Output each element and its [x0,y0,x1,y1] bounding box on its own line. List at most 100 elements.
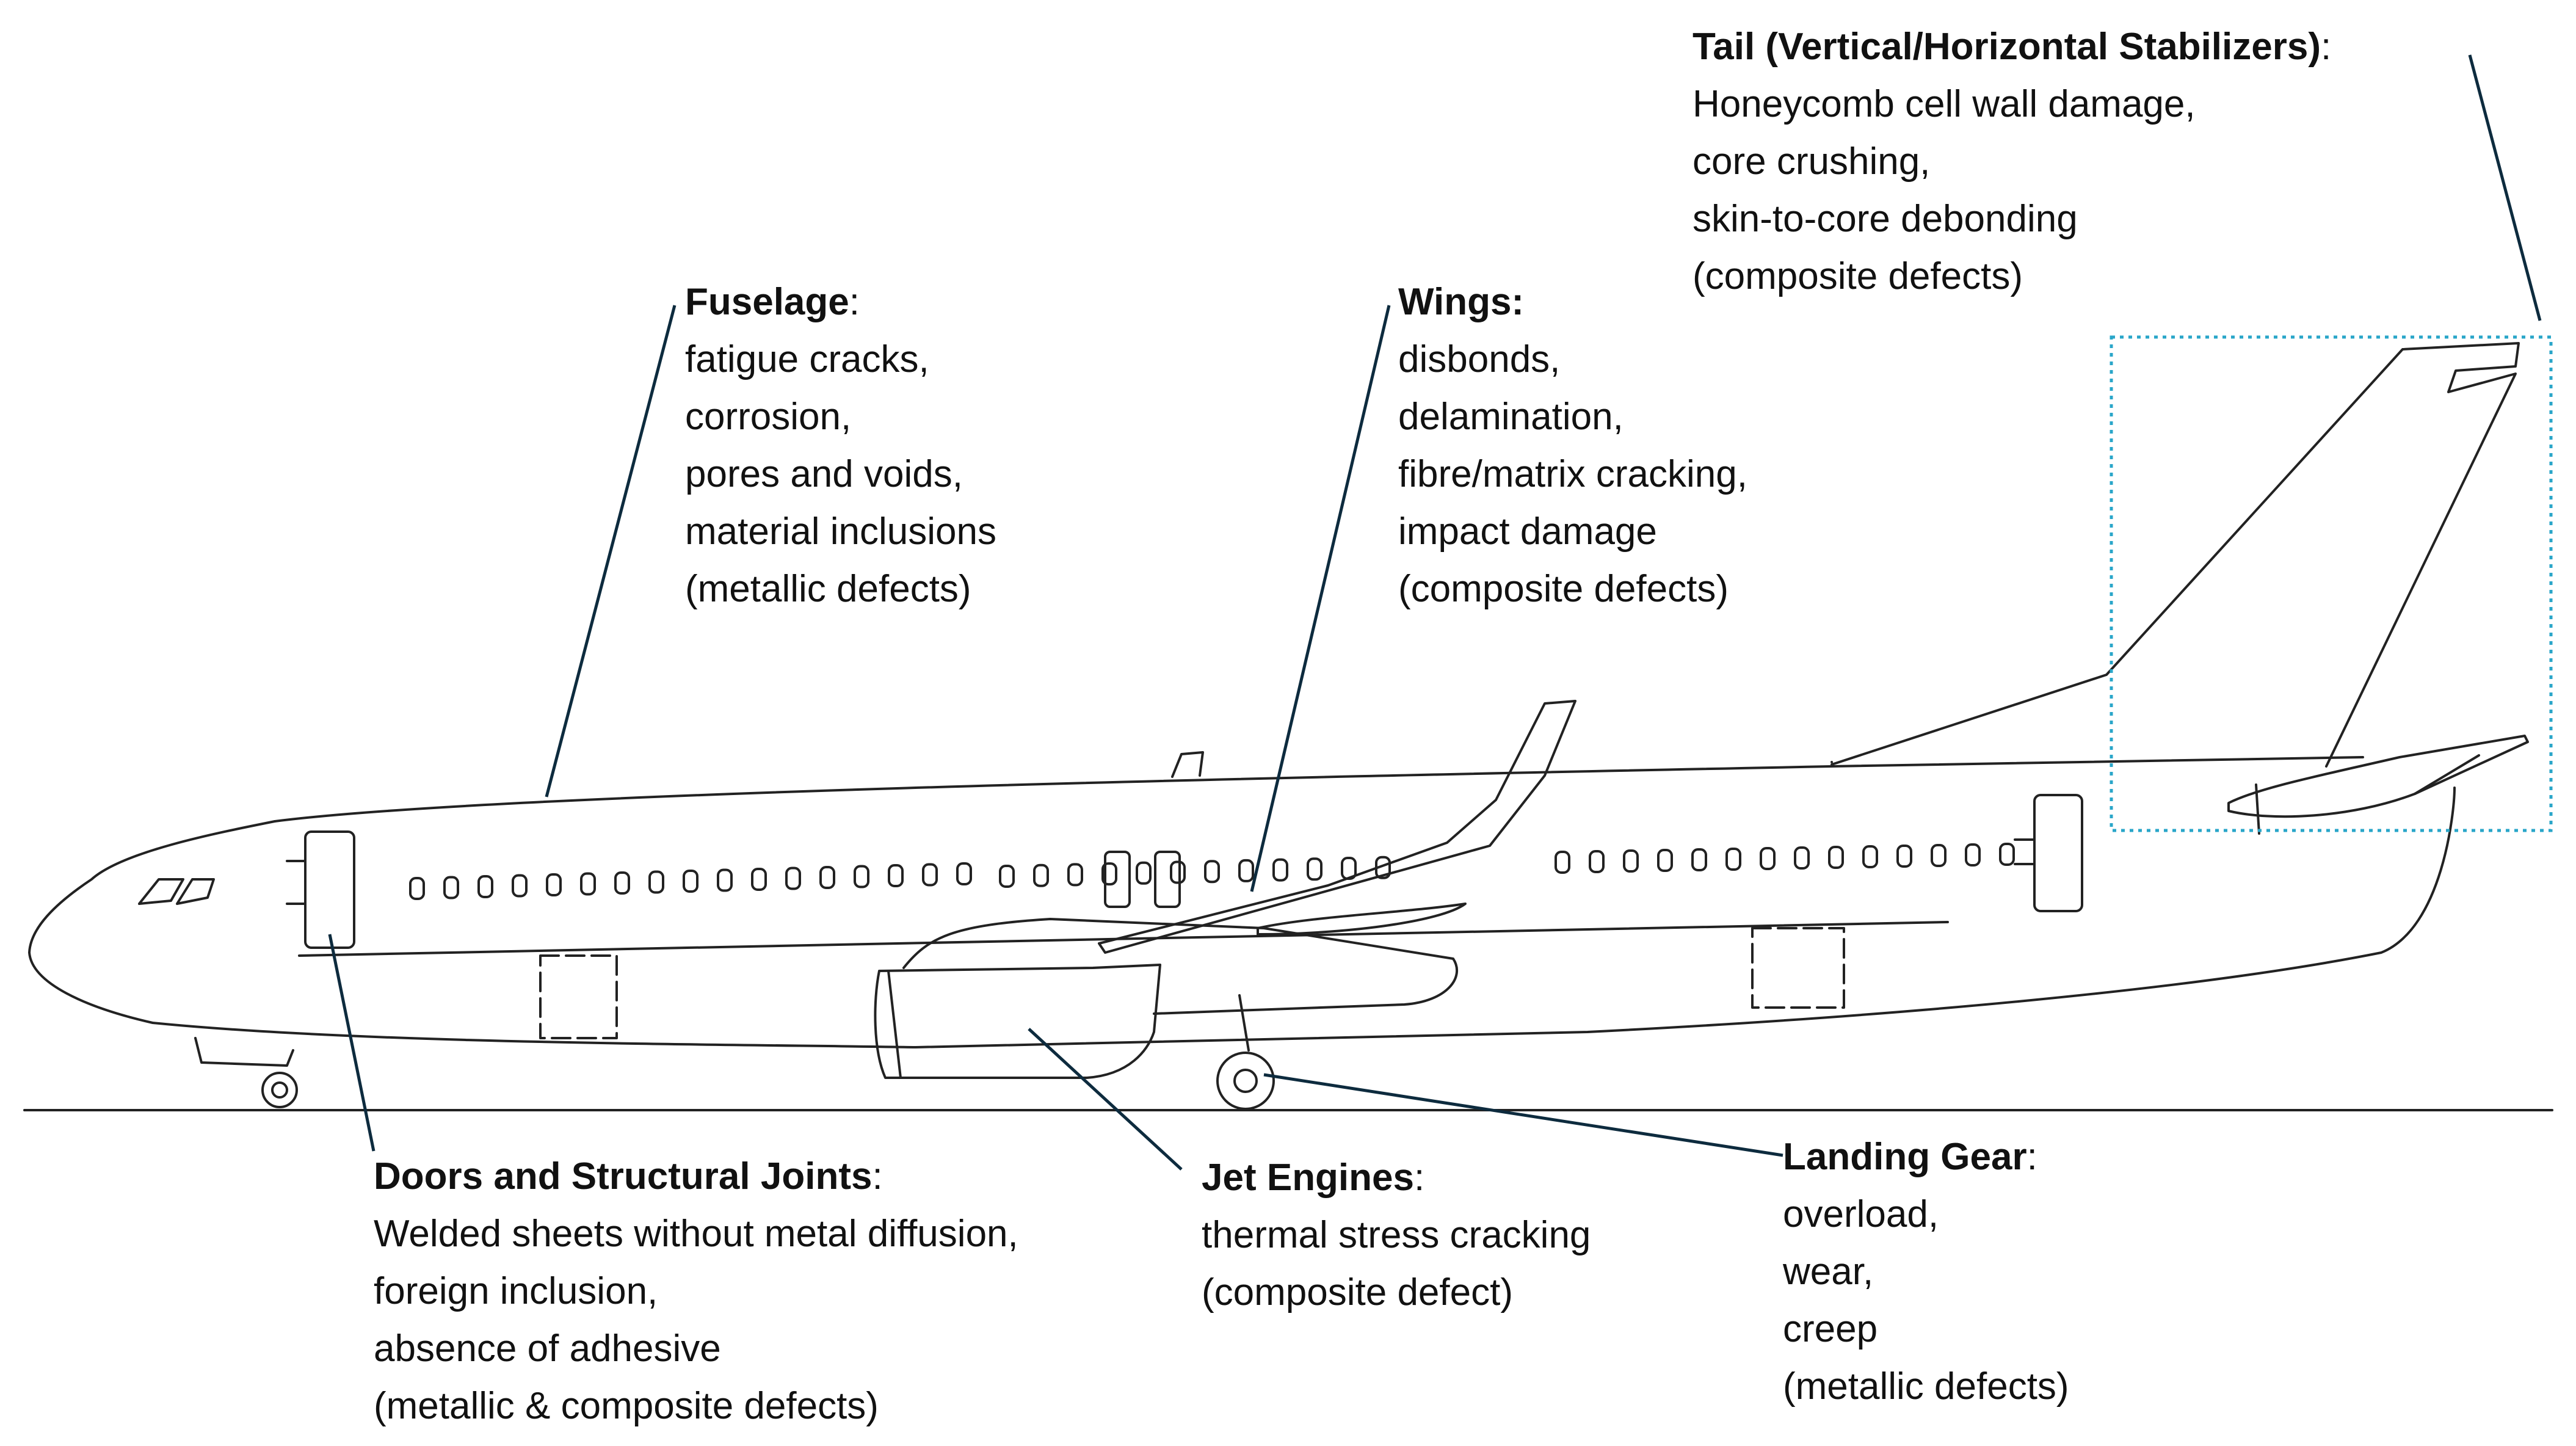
label-engines: Jet Engines: thermal stress cracking (co… [1202,1149,1591,1321]
cabin-window [1204,860,1220,884]
stab-root [2255,783,2260,835]
label-fuselage-line: corrosion, [685,396,852,438]
label-fuselage-title: Fuselage [685,281,849,323]
engine-nacelle [874,964,1161,1079]
label-doors-line: (metallic & composite defects) [374,1385,879,1427]
cabin-window [1272,858,1288,882]
cabin-window [580,872,596,896]
label-gear-line: wear, [1783,1251,1874,1293]
cabin-window [1965,843,1981,867]
cabin-window [1033,863,1049,887]
main-gear-strut [1238,994,1250,1052]
fuselage-top [274,756,2364,823]
cabin-window [1136,861,1152,885]
cabin-window [854,865,869,888]
label-tail-title: Tail (Vertical/Horizontal Stabilizers) [1693,26,2321,68]
cabin-window [1896,845,1912,868]
cabin-window [1307,857,1322,881]
label-gear-title: Landing Gear [1783,1136,2027,1178]
cabin-window [1101,862,1117,886]
leader-line-wings [1250,305,1391,892]
label-wings-line: fibre/matrix cracking, [1398,453,1747,495]
engine-inlet [887,970,902,1079]
main-wheel [1216,1052,1275,1110]
fwd-cargo-door [539,954,618,1039]
main-wing [1098,700,1576,954]
cabin-window [409,877,425,900]
cabin-window [1238,859,1254,882]
cabin-window [1931,844,1947,867]
cabin-window [1375,856,1391,879]
leader-line-tail [2468,54,2542,321]
label-engines-line: (composite defect) [1202,1271,1513,1313]
label-doors-line: Welded sheets without metal diffusion, [374,1213,1018,1255]
cabin-window [1589,850,1605,873]
cabin-window [546,873,562,896]
label-wings-line: impact damage [1398,510,1657,553]
label-wings-line: (composite defects) [1398,568,1729,610]
vertical-stabilizer [1830,342,2520,768]
cabin-window [1691,848,1707,871]
label-doors: Doors and Structural Joints: Welded shee… [374,1148,1018,1435]
label-tail-line: skin-to-core debonding [1693,198,2078,240]
cabin-window [1170,860,1186,884]
emergency-exit [1154,851,1181,908]
cabin-window [1555,851,1570,874]
engine-pylon [902,918,1458,1015]
cabin-window [1794,846,1810,870]
cabin-window [1067,863,1083,887]
emergency-exit [1104,851,1131,908]
cockpit-window [138,878,184,905]
nose-gear-door [194,1037,294,1067]
label-doors-title: Doors and Structural Joints [374,1155,873,1197]
label-fuselage: Fuselage: fatigue cracks, corrosion, por… [685,274,996,618]
wing-flap [1257,903,1467,936]
label-engines-title: Jet Engines [1202,1157,1414,1199]
leader-line-doors [328,934,376,1152]
cabin-window [1725,848,1741,871]
cabin-window [717,868,733,892]
cabin-window [443,876,459,899]
label-gear-line: creep [1783,1308,1878,1350]
cabin-window [1623,849,1639,873]
cabin-window [683,870,698,893]
label-fuselage-line: material inclusions [685,510,996,553]
label-tail-line: (composite defects) [1693,255,2023,297]
dorsal-antenna [1171,751,1204,778]
cabin-window [922,863,938,887]
rear-door [2033,794,2083,912]
label-tail-line: Honeycomb cell wall damage, [1693,83,2196,125]
nose-wheel [261,1072,298,1108]
stab-tip-line [2414,754,2480,795]
cabin-window [999,865,1015,888]
cabin-window [888,864,904,887]
label-wings: Wings: disbonds, delamination, fibre/mat… [1398,274,1747,618]
label-gear: Landing Gear: overload, wear, creep (met… [1783,1128,2069,1415]
label-doors-line: foreign inclusion, [374,1270,658,1312]
front-door [304,830,355,949]
cabin-window [785,867,801,890]
label-wings-title: Wings: [1398,281,1525,323]
label-gear-line: (metallic defects) [1783,1365,2069,1408]
tail-highlight-box [2110,335,2553,832]
cabin-window [614,871,630,895]
leader-line-fuselage [545,305,677,797]
cabin-window [512,874,528,898]
cockpit-window [176,878,215,905]
label-tail: Tail (Vertical/Horizontal Stabilizers): … [1693,18,2331,305]
label-fuselage-line: pores and voids, [685,453,963,495]
label-fuselage-line: fatigue cracks, [685,338,929,380]
fuselage-belly-line [298,921,1949,957]
label-gear-line: overload, [1783,1193,1939,1235]
cabin-window [956,862,972,885]
cabin-window [648,870,664,894]
cabin-window [1760,847,1776,870]
leader-line-gear [1263,1073,1783,1157]
label-wings-line: disbonds, [1398,338,1561,380]
label-tail-line: core crushing, [1693,140,1931,183]
label-fuselage-line: (metallic defects) [685,568,971,610]
horizontal-stabilizer [2227,735,2529,818]
cabin-window [819,866,835,889]
